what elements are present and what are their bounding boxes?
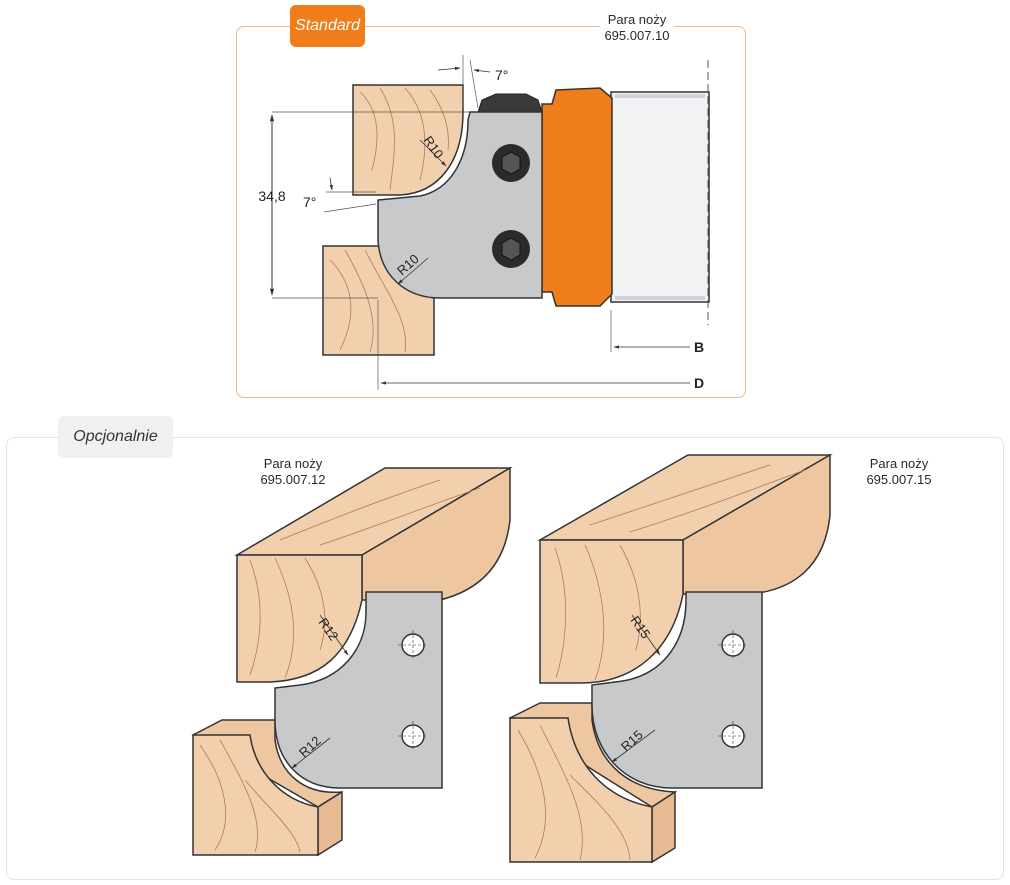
mounting-hole-top-left-icon bbox=[398, 630, 428, 660]
standard-caption-line2: 695.007.10 bbox=[604, 28, 670, 43]
hex-screw-top-icon bbox=[492, 144, 530, 182]
angle-left: 7° bbox=[303, 194, 316, 210]
dimension-b: B bbox=[694, 339, 704, 355]
wood-block-bottom-right bbox=[508, 702, 678, 864]
mounting-hole-bottom-right-icon bbox=[718, 721, 748, 751]
shaft bbox=[610, 91, 710, 303]
optional-right-caption-line1: Para noży bbox=[869, 456, 929, 471]
dimension-height: 34,8 bbox=[258, 188, 285, 204]
clamp bbox=[477, 93, 543, 113]
optional-left-caption: Para noży 695.007.12 bbox=[256, 456, 330, 488]
knife-left bbox=[274, 591, 443, 789]
angle-top: 7° bbox=[495, 67, 508, 83]
standard-badge: Standard bbox=[290, 5, 365, 47]
hex-screw-bottom-icon bbox=[492, 230, 530, 268]
optional-badge: Opcjonalnie bbox=[58, 416, 173, 458]
wood-block-bottom-left bbox=[191, 719, 343, 857]
mounting-hole-top-right-icon bbox=[718, 630, 748, 660]
wood-block-top bbox=[352, 84, 464, 196]
optional-right-caption: Para noży 695.007.15 bbox=[862, 456, 936, 488]
standard-diagram: 34,8 7° 7° R10 R10 B D bbox=[258, 55, 710, 391]
standard-caption-line1: Para noży bbox=[607, 12, 667, 27]
wood-beam-top-right bbox=[537, 453, 833, 684]
optional-left-diagram: R12 R12 bbox=[191, 466, 513, 857]
mounting-hole-bottom-left-icon bbox=[398, 721, 428, 751]
optional-left-caption-line2: 695.007.12 bbox=[260, 472, 326, 487]
cutter-body bbox=[541, 87, 613, 307]
dimension-d: D bbox=[694, 375, 704, 391]
optional-left-caption-line1: Para noży bbox=[263, 456, 323, 471]
standard-frame bbox=[236, 26, 746, 398]
optional-frame bbox=[6, 437, 1004, 880]
optional-right-caption-line2: 695.007.15 bbox=[866, 472, 932, 487]
standard-caption: Para noży 695.007.10 bbox=[600, 12, 674, 44]
wood-beam-top-left bbox=[234, 466, 513, 683]
knife-right bbox=[591, 591, 763, 789]
optional-right-diagram: R15 R15 bbox=[508, 453, 833, 864]
